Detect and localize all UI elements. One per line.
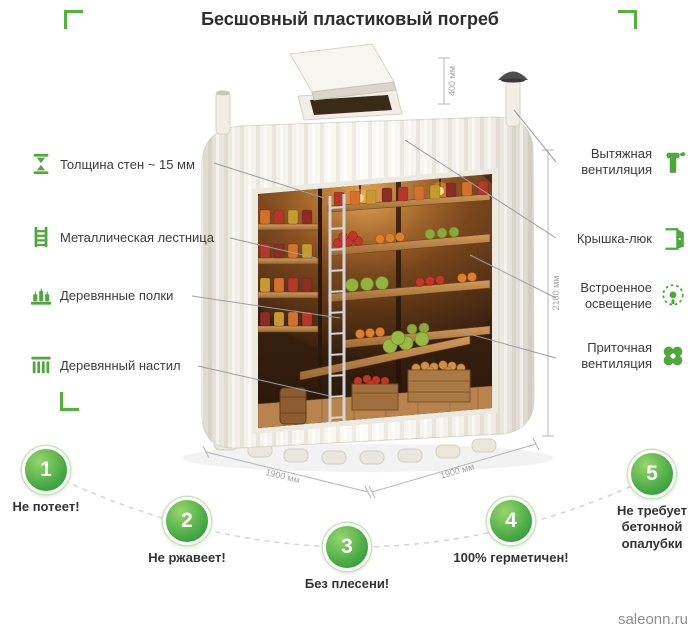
ladder-icon xyxy=(30,226,52,248)
jar-shelf-top xyxy=(327,180,491,213)
title-bracket-right-icon xyxy=(618,10,637,29)
label-ladder: Металлическая лестница xyxy=(30,226,214,248)
benefit-2: 2 Не ржавеет! xyxy=(148,497,226,565)
dimension-lines xyxy=(202,57,554,499)
label-text: Приточная вентиляция xyxy=(581,340,652,372)
benefit-2-circle: 2 xyxy=(163,497,211,545)
label-supply-vent: Приточная вентиляция xyxy=(560,340,686,373)
benefit-1-number: 1 xyxy=(40,458,52,481)
benefit-5-circle: 5 xyxy=(628,450,676,498)
supply-vent-icon xyxy=(660,343,686,369)
dimension-body-height: 2100 мм xyxy=(551,276,561,311)
label-exhaust-vent: Вытяжная вентиляция xyxy=(560,146,686,179)
wall-thickness-icon xyxy=(30,153,52,175)
benefit-1-circle: 1 xyxy=(22,446,70,494)
benefit-5-number: 5 xyxy=(646,462,658,485)
label-text: Деревянные полки xyxy=(60,287,174,303)
page-title: Бесшовный пластиковый погреб xyxy=(201,9,499,29)
benefit-1: 1 Не потеет! xyxy=(12,446,80,514)
shelves-icon xyxy=(30,284,52,306)
cellar-interior xyxy=(252,168,498,434)
label-text: Вытяжная вентиляция xyxy=(581,146,652,178)
label-wall-thickness: Толщина стен ~ 15 мм xyxy=(30,153,195,175)
lighting-icon xyxy=(660,283,686,309)
hatch-icon xyxy=(660,226,686,252)
label-shelves: Деревянные полки xyxy=(30,284,173,306)
benefit-4-label: 100% герметичен! xyxy=(453,550,569,565)
exhaust-vent-icon xyxy=(660,149,686,175)
storage-crates xyxy=(279,360,471,425)
benefit-3: 3 Без плесени! xyxy=(305,523,389,591)
label-text: Металлическая лестница xyxy=(60,229,214,245)
produce xyxy=(333,226,477,354)
label-text: Деревянный настил xyxy=(60,357,181,373)
benefit-3-circle: 3 xyxy=(323,523,371,571)
watermark: saleonn.ru xyxy=(617,611,688,628)
benefit-4-number: 4 xyxy=(505,509,517,532)
corner-bracket-icon xyxy=(60,392,79,411)
benefits-arc xyxy=(45,471,655,548)
benefit-3-label: Без плесени! xyxy=(304,576,390,591)
benefit-1-label: Не потеет! xyxy=(12,499,80,514)
hatch-lid xyxy=(289,43,397,101)
benefit-2-label: Не ржавеет! xyxy=(148,550,226,565)
benefit-4-circle: 4 xyxy=(487,497,535,545)
dimension-lid-height: 400 мм xyxy=(447,66,457,96)
jar-shelf-column xyxy=(258,180,322,428)
benefit-5-label: Не требует бетонной опалубки xyxy=(617,503,687,551)
label-decking: Деревянный настил xyxy=(30,354,181,376)
benefit-4: 4 100% герметичен! xyxy=(453,497,569,565)
benefit-5: 5 Не требует бетонной опалубки xyxy=(617,450,687,551)
benefit-3-number: 3 xyxy=(341,535,353,558)
metal-ladder xyxy=(328,194,346,426)
label-text: Крышка-люк xyxy=(576,230,652,246)
title-bracket-left-icon xyxy=(64,10,83,29)
label-hatch: Крышка-люк xyxy=(560,226,686,252)
label-text: Встроенное освещение xyxy=(580,280,652,312)
label-text: Толщина стен ~ 15 мм xyxy=(60,156,195,172)
callout-lines xyxy=(191,109,557,397)
vent-pipe-supply xyxy=(215,90,231,135)
vent-pipe-exhaust xyxy=(498,71,528,127)
label-lighting: Встроенное освещение xyxy=(560,280,686,313)
benefit-2-number: 2 xyxy=(181,509,193,532)
decking-icon xyxy=(30,354,52,376)
